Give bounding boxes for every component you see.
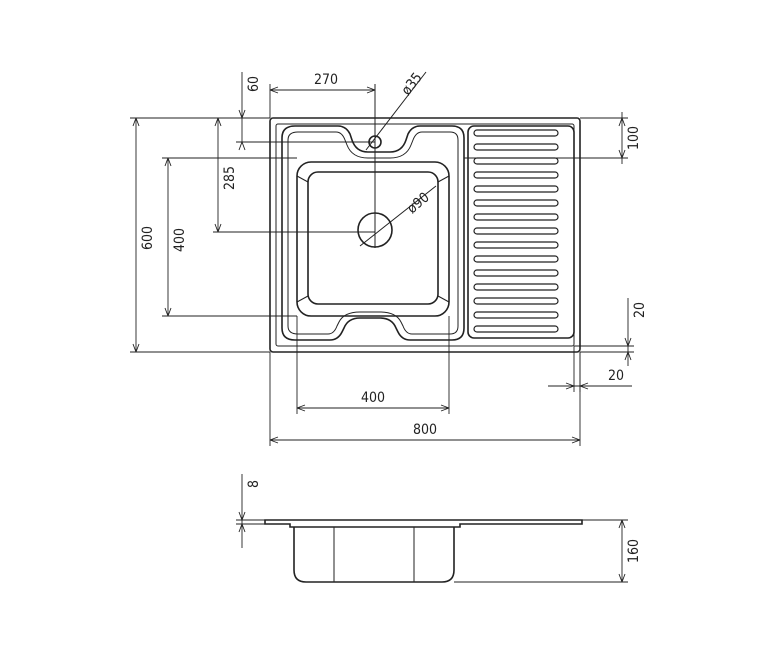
drain-slot xyxy=(473,199,559,207)
dim-label-160: 160 xyxy=(626,539,642,563)
tap-diameter-leader xyxy=(365,71,427,151)
arrows xyxy=(269,86,376,94)
drain-slot xyxy=(473,269,559,277)
chamfer-corner xyxy=(296,295,309,303)
side-view: 8 160 xyxy=(236,474,642,583)
drain-slot xyxy=(473,157,559,165)
dim-label-drain-diameter: ø90 xyxy=(404,190,432,218)
side-rim xyxy=(264,519,583,528)
dim-label-400-width: 400 xyxy=(361,390,385,406)
arrows xyxy=(214,117,222,233)
drainboard-frame xyxy=(467,125,575,339)
dim-label-100: 100 xyxy=(626,126,642,150)
dim-label-60: 60 xyxy=(246,76,262,92)
bowl-bottom xyxy=(307,171,439,305)
drain-slot xyxy=(473,171,559,179)
arrows xyxy=(618,519,626,583)
arrows xyxy=(618,117,626,159)
dim-label-tap-diameter: ø35 xyxy=(399,70,426,99)
arrows xyxy=(296,404,450,412)
dim-label-270: 270 xyxy=(314,72,338,88)
arrows xyxy=(269,436,581,444)
sink-outline xyxy=(269,117,581,353)
chamfer-corner xyxy=(437,175,450,183)
bowl-outer-chamfer xyxy=(296,161,450,317)
arrows xyxy=(565,382,589,390)
drain-slot xyxy=(473,255,559,263)
bowl-recess-outer xyxy=(281,125,465,341)
drain-slot xyxy=(473,213,559,221)
dim-label-800: 800 xyxy=(413,422,437,438)
drain-slot xyxy=(473,311,559,319)
dimensions-top: 800 400 270 ø35 ø90 600 400 285 xyxy=(130,70,648,446)
drain-slot xyxy=(473,143,559,151)
arrows xyxy=(624,337,632,361)
dim-label-285: 285 xyxy=(222,166,238,190)
drain-slot xyxy=(473,283,559,291)
drain-slot xyxy=(473,297,559,305)
dim-label-600: 600 xyxy=(140,226,156,250)
drainboard-slots xyxy=(473,129,559,333)
chamfer-corner xyxy=(437,295,450,303)
arrows xyxy=(238,511,246,533)
drain-slot xyxy=(473,241,559,249)
dim-label-20-horizontal: 20 xyxy=(608,368,624,384)
drain-slot xyxy=(473,227,559,235)
top-view xyxy=(213,71,581,353)
drain-slot xyxy=(473,325,559,333)
chamfer-corner xyxy=(296,175,309,183)
side-bowl xyxy=(293,527,455,583)
drain-slot xyxy=(473,185,559,193)
arrows xyxy=(238,109,246,151)
drain-diameter-leader xyxy=(359,185,437,247)
dim-label-20-vertical: 20 xyxy=(632,302,648,318)
bowl-recess-inner xyxy=(287,131,459,335)
arrows xyxy=(164,157,172,317)
dim-label-400-height: 400 xyxy=(172,228,188,252)
dim-label-8: 8 xyxy=(246,480,262,488)
drain-slot xyxy=(473,129,559,137)
arrows xyxy=(132,117,140,353)
